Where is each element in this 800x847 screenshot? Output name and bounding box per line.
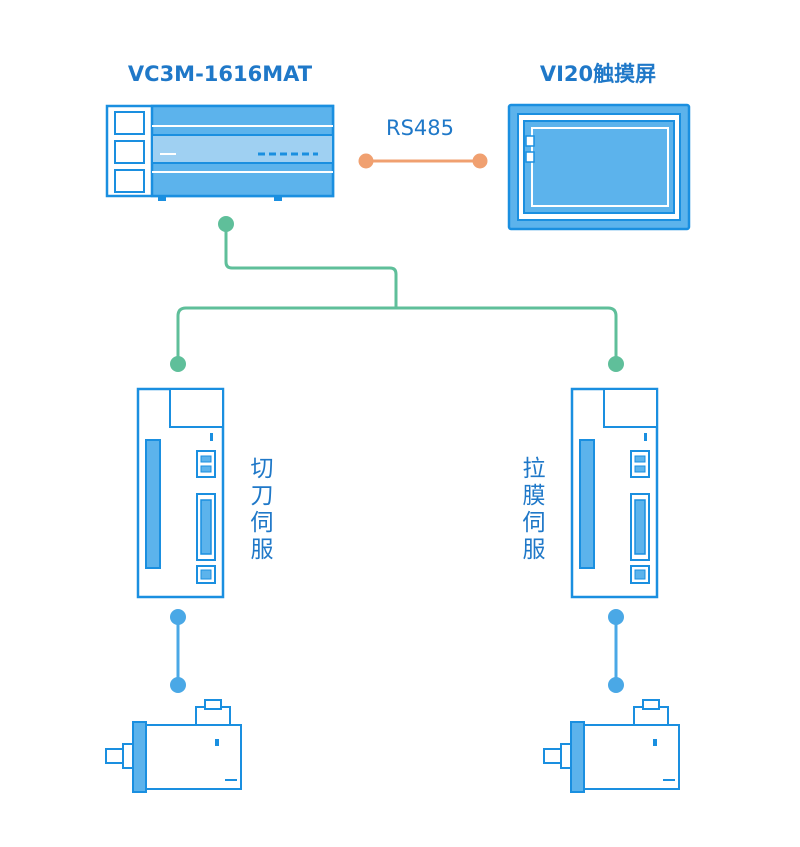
servo-left-char: 伺 xyxy=(251,510,274,536)
motor-link-right xyxy=(608,609,624,693)
servo-right-char: 膜 xyxy=(523,483,546,509)
servo-right-char: 服 xyxy=(523,537,546,563)
servo-right-label: 拉 膜 伺 服 xyxy=(523,456,546,563)
servo-left-char: 刀 xyxy=(251,483,274,509)
rs485-connection xyxy=(358,153,488,169)
hmi-touchscreen-icon xyxy=(507,103,691,231)
servo-left-char: 切 xyxy=(251,456,274,482)
servo-left-char: 服 xyxy=(251,537,274,563)
motor-link-left xyxy=(170,609,186,693)
servo-right-char: 伺 xyxy=(523,510,546,536)
servo-left-label: 切 刀 伺 服 xyxy=(251,456,274,563)
servo-motor-left-icon xyxy=(105,699,242,793)
hmi-label: VI20触摸屏 xyxy=(540,62,656,86)
rs485-label: RS485 xyxy=(386,116,454,140)
servo-drive-left-icon xyxy=(136,387,225,599)
servo-right-char: 拉 xyxy=(523,456,546,482)
plc-icon xyxy=(105,104,335,201)
servo-drive-right-icon xyxy=(570,387,659,599)
bus-connection xyxy=(170,216,624,372)
servo-motor-right-icon xyxy=(543,699,680,793)
plc-label: VC3M-1616MAT xyxy=(128,62,313,86)
